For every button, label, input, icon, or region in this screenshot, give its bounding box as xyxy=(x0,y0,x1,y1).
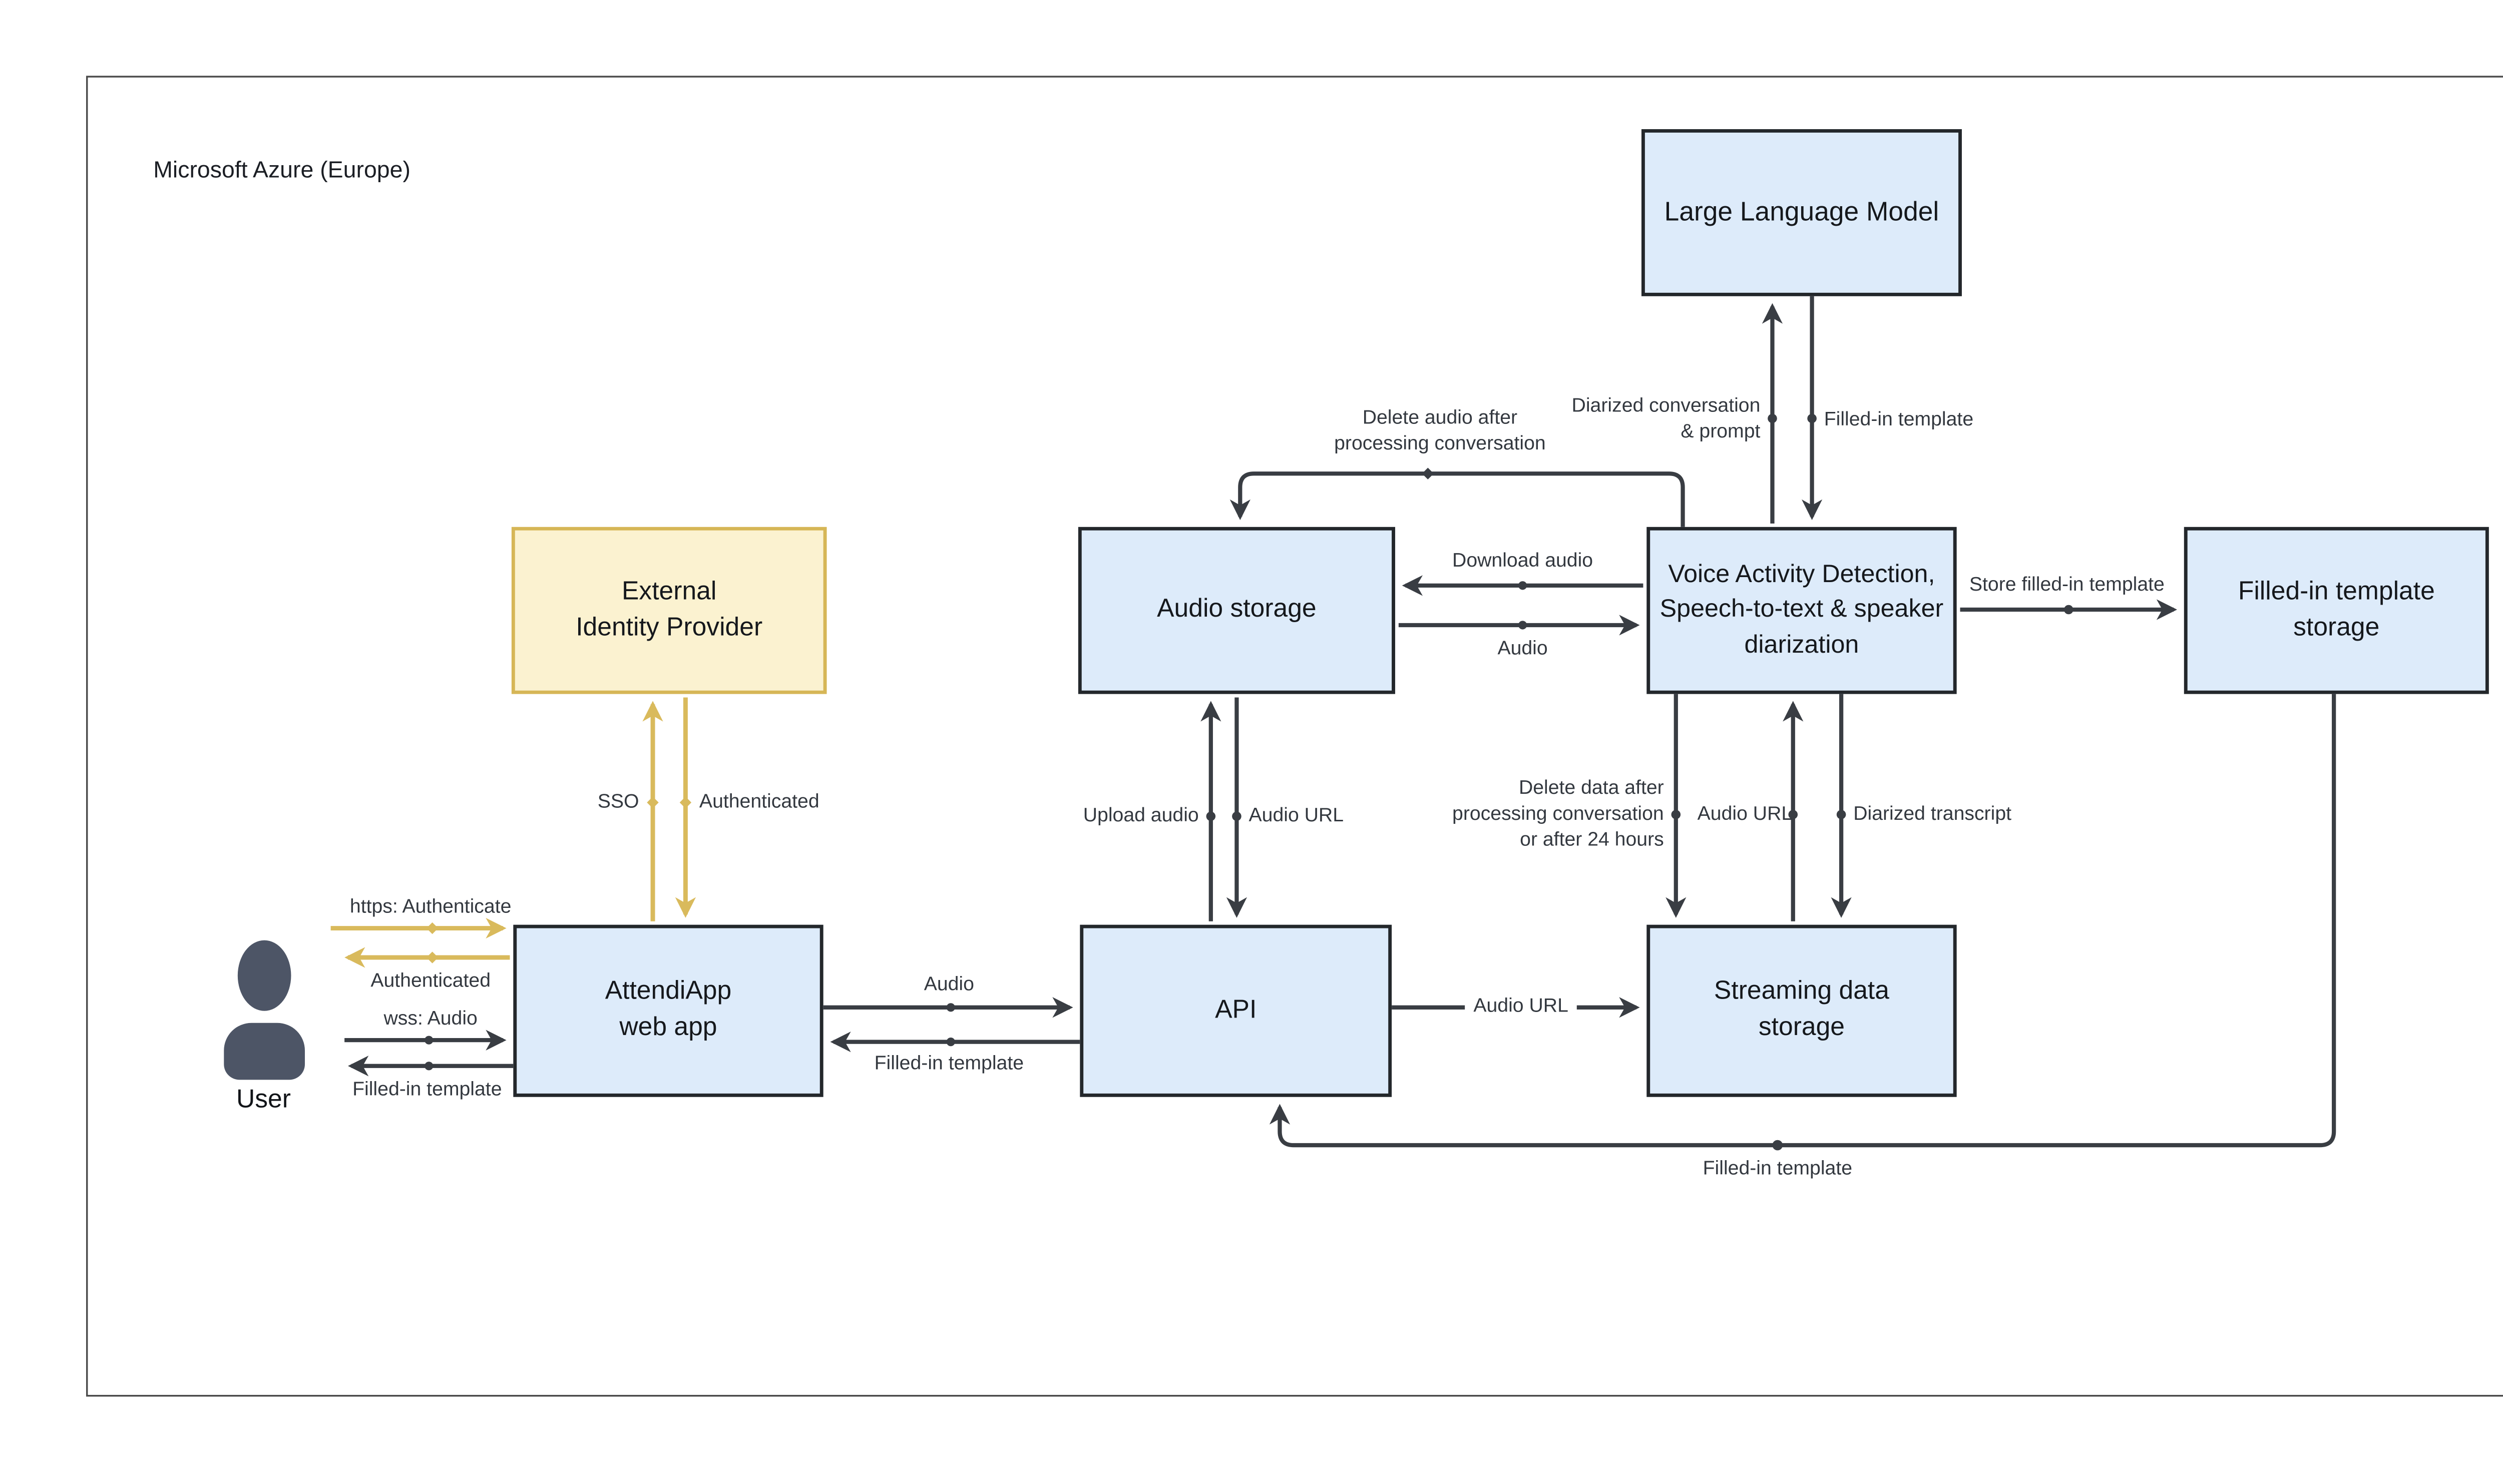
label-wss-audio: wss: Audio xyxy=(383,1009,478,1030)
label-store-filled: Store filled-in template xyxy=(1969,575,2165,596)
label-filled-to-user: Filled-in template xyxy=(352,1080,502,1101)
label-audio-url-down: Audio URL xyxy=(1248,806,1344,827)
user-label: User xyxy=(236,1085,291,1115)
label-delete-audio: Delete audio after processing conversati… xyxy=(1334,408,1546,455)
label-audio-url-streaming: Audio URL xyxy=(1465,995,1577,1021)
node-vad-speech-to-text: Voice Activity Detection, Speech-to-text… xyxy=(1646,527,1957,694)
label-sso: SSO xyxy=(597,792,639,813)
label-filled-llm-vad: Filled-in template xyxy=(1824,409,1974,431)
label-delete-data: Delete data after processing conversatio… xyxy=(1452,778,1664,851)
azure-boundary-frame xyxy=(86,76,2503,1397)
label-filled-return: Filled-in template xyxy=(1703,1159,1853,1180)
label-audio-storage-vad: Audio xyxy=(1497,639,1548,660)
diagram-title: Microsoft Azure (Europe) xyxy=(153,157,410,183)
label-https-authenticate: https: Authenticate xyxy=(349,897,512,918)
user-icon-body xyxy=(224,1023,305,1080)
node-filled-template-storage: Filled-in template storage xyxy=(2184,527,2489,694)
label-authenticated-down: Authenticated xyxy=(699,792,819,813)
user-icon xyxy=(237,940,291,1011)
node-large-language-model: Large Language Model xyxy=(1641,129,1962,296)
edge-delete-audio xyxy=(1229,471,1685,527)
dark-waypoint-dots xyxy=(425,413,2073,1151)
node-api: API xyxy=(1080,924,1392,1097)
label-upload-audio: Upload audio xyxy=(1083,806,1199,827)
label-audio-url-up: Audio URL xyxy=(1697,804,1793,825)
label-diarized-prompt: Diarized conversation & prompt xyxy=(1571,396,1761,443)
label-diarized-transcript: Diarized transcript xyxy=(1853,804,2012,825)
node-external-identity-provider: External Identity Provider xyxy=(511,527,827,694)
label-download-audio: Download audio xyxy=(1452,551,1593,572)
label-filled-to-webapp: Filled-in template xyxy=(874,1054,1024,1075)
label-authenticated-back: Authenticated xyxy=(370,971,491,992)
node-audio-storage: Audio storage xyxy=(1078,527,1395,694)
label-audio-webapp-api: Audio xyxy=(924,974,974,996)
node-attendiapp-web-app: AttendiApp web app xyxy=(513,924,823,1097)
edge-filled-return xyxy=(1269,694,2336,1148)
node-streaming-data-storage: Streaming data storage xyxy=(1646,924,1957,1097)
